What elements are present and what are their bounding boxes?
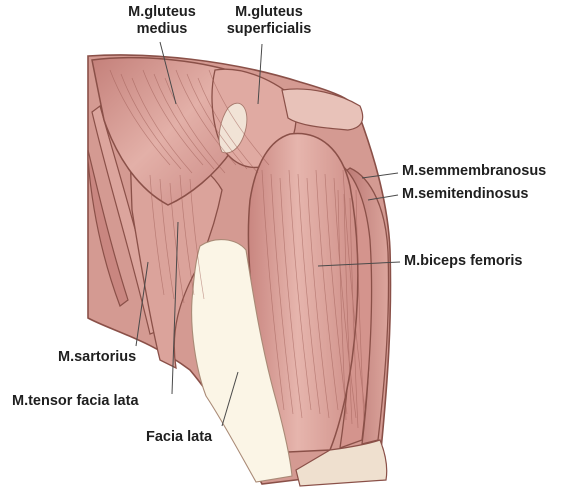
label-gluteus-superficialis-line1: M.gluteus xyxy=(213,4,325,21)
label-gluteus-medius: M.gluteus medius xyxy=(114,4,210,38)
label-semitendinosus: M.semitendinosus xyxy=(402,186,529,203)
label-facia-lata: Facia lata xyxy=(146,429,212,446)
label-gluteus-medius-line2: medius xyxy=(114,21,210,38)
label-biceps-femoris: M.biceps femoris xyxy=(404,253,522,270)
label-sartorius: M.sartorius xyxy=(58,349,136,366)
label-gluteus-superficialis-line2: superficialis xyxy=(213,21,325,38)
label-semimembranosus: M.semmembranosus xyxy=(402,163,546,180)
label-gluteus-medius-line1: M.gluteus xyxy=(114,4,210,21)
label-tensor-facia-lata: M.tensor facia lata xyxy=(12,393,139,410)
label-gluteus-superficialis: M.gluteus superficialis xyxy=(213,4,325,38)
